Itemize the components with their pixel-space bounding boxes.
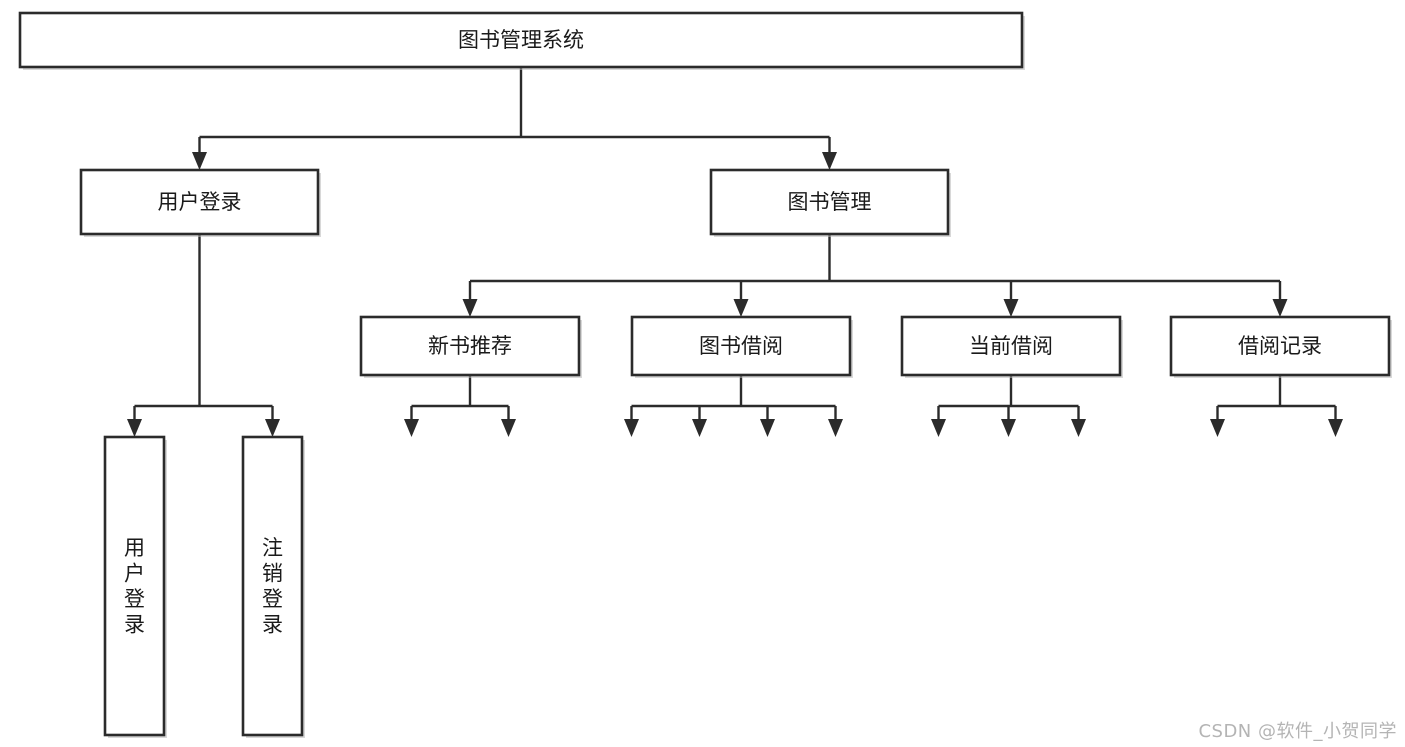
node-label-user-login-do: 用户登录 [124,536,145,637]
node-label-user-login: 用户登录 [158,190,242,214]
node-new-book-recommend[interactable]: 新书推荐 [359,315,582,378]
arrow-head-icon [692,419,707,437]
node-label-new-book-recommend: 新书推荐 [428,334,512,358]
node-box-current-borrow[interactable] [900,315,1122,377]
arrow-head-icon [624,419,639,437]
arrow-head-icon [828,419,843,437]
arrow-head-icon [192,152,207,170]
node-layer: 图书管理系统用户登录用户登录注销登录图书管理新书推荐图书借阅当前借阅借阅记录 [18,11,1392,738]
node-box-new-book-recommend[interactable] [359,315,581,377]
node-label-borrow-record: 借阅记录 [1238,334,1322,358]
node-box-user-logout[interactable] [241,435,304,737]
node-borrow-record[interactable]: 借阅记录 [1169,315,1392,378]
arrow-head-icon [1003,299,1019,317]
arrow-head-icon [822,152,837,170]
arrow-head-icon [265,419,280,437]
arrow-head-icon [760,419,775,437]
node-label-user-logout: 注销登录 [262,536,283,637]
node-box-book-management[interactable] [709,168,950,236]
arrow-head-icon [1328,419,1343,437]
arrow-head-icon [404,419,419,437]
arrow-head-icon [1210,419,1225,437]
arrow-head-icon [733,299,749,317]
arrow-head-icon [1071,419,1086,437]
node-root[interactable]: 图书管理系统 [18,11,1025,70]
node-user-logout[interactable]: 注销登录 [241,435,305,738]
node-user-login-do[interactable]: 用户登录 [103,435,167,738]
node-label-book-borrow: 图书借阅 [699,334,783,358]
node-label-current-borrow: 当前借阅 [969,334,1053,358]
arrow-head-icon [1001,419,1016,437]
arrow-head-icon [127,419,142,437]
node-box-book-borrow[interactable] [630,315,852,377]
node-user-login[interactable]: 用户登录 [79,168,321,237]
arrow-head-icon [462,299,478,317]
watermark-text: CSDN @软件_小贺同学 [1198,721,1397,742]
node-box-borrow-record[interactable] [1169,315,1391,377]
arrow-head-icon [931,419,946,437]
node-box-root[interactable] [18,11,1024,69]
node-box-user-login[interactable] [79,168,320,236]
arrow-head-icon [1272,299,1288,317]
node-label-book-management: 图书管理 [788,190,872,214]
node-book-borrow[interactable]: 图书借阅 [630,315,853,378]
connector-layer [127,67,1343,437]
arrow-head-icon [501,419,516,437]
node-current-borrow[interactable]: 当前借阅 [900,315,1123,378]
node-book-management[interactable]: 图书管理 [709,168,951,237]
node-box-user-login-do[interactable] [103,435,166,737]
node-label-root: 图书管理系统 [458,28,584,52]
